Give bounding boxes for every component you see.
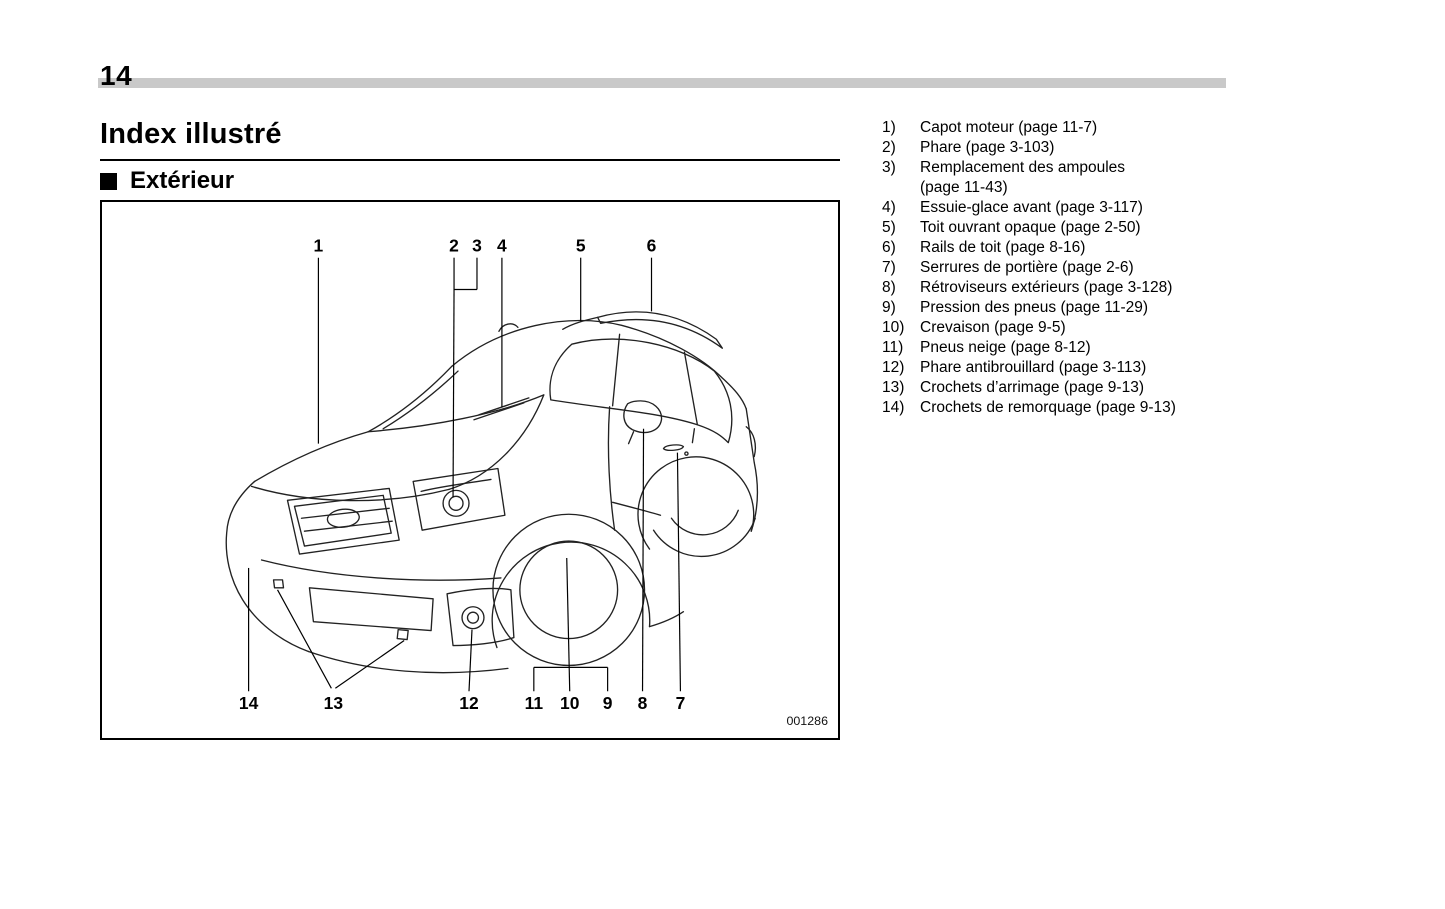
callout-number: 7	[676, 693, 686, 713]
header-rule-bar	[98, 78, 1226, 88]
index-item-label: Capot moteur (page 11-7)	[920, 119, 1098, 136]
index-item: 12) Phare antibrouillard (page 3-113)	[882, 358, 1212, 378]
index-item-label: Rails de toit (page 8-16)	[920, 239, 1086, 256]
index-item-label: Rétroviseurs extérieurs (page 3-128)	[920, 279, 1173, 296]
callout-number: 14	[239, 693, 259, 713]
callout-number: 9	[603, 693, 613, 713]
index-item-number: 1)	[882, 119, 896, 136]
index-item-number: 9)	[882, 299, 896, 316]
index-item-number: 13)	[882, 379, 905, 396]
car-line-art	[225, 311, 759, 674]
callout-number: 11	[525, 693, 544, 713]
index-item: 10) Crevaison (page 9-5)	[882, 318, 1212, 338]
callout-number: 6	[647, 236, 657, 256]
index-item: 1) Capot moteur (page 11-7)	[882, 118, 1212, 138]
index-item: 14) Crochets de remorquage (page 9-13)	[882, 398, 1212, 418]
index-item-number: 12)	[882, 359, 905, 376]
index-item: 4) Essuie-glace avant (page 3-117)	[882, 198, 1212, 218]
callout-number: 2	[449, 236, 459, 256]
section-title: Extérieur	[130, 167, 235, 194]
index-item-number: 3)	[882, 159, 896, 176]
index-item-number: 2)	[882, 139, 896, 156]
index-item: 2) Phare (page 3-103)	[882, 138, 1212, 158]
page-number: 14	[100, 60, 133, 91]
section-heading: Extérieur	[100, 167, 234, 195]
index-item-label: Pneus neige (page 8-12)	[920, 339, 1091, 356]
index-item-label: Crevaison (page 9-5)	[920, 319, 1066, 336]
index-item: 6) Rails de toit (page 8-16)	[882, 238, 1212, 258]
callout-numbers: 1 2 3 4 5 6 14 13 12 11 10 9 8 7	[239, 236, 685, 713]
index-item: 3) Remplacement des ampoules (page 11-43…	[882, 158, 1212, 198]
index-item-label: Phare antibrouillard (page 3-113)	[920, 359, 1147, 376]
index-item-number: 11)	[882, 339, 904, 356]
index-item: 8) Rétroviseurs extérieurs (page 3-128)	[882, 278, 1212, 298]
index-item-number: 8)	[882, 279, 896, 296]
index-item: 9) Pression des pneus (page 11-29)	[882, 298, 1212, 318]
index-item-number: 6)	[882, 239, 896, 256]
index-item: 5) Toit ouvrant opaque (page 2-50)	[882, 218, 1212, 238]
index-item-number: 10)	[882, 319, 905, 336]
index-item-label: Remplacement des ampoules (page 11-43)	[920, 158, 1178, 198]
index-item-label: Phare (page 3-103)	[920, 139, 1055, 156]
index-list: 1) Capot moteur (page 11-7) 2) Phare (pa…	[882, 118, 1212, 418]
callout-number: 12	[459, 693, 478, 713]
callout-number: 5	[576, 236, 586, 256]
index-item-number: 14)	[882, 399, 905, 416]
callout-number: 1	[314, 236, 324, 256]
index-item-label: Serrures de portière (page 2-6)	[920, 259, 1134, 276]
figure-code: 001286	[786, 714, 828, 728]
index-item: 7) Serrures de portière (page 2-6)	[882, 258, 1212, 278]
index-item-number: 4)	[882, 199, 896, 216]
callout-number: 8	[638, 693, 648, 713]
index-item-label: Pression des pneus (page 11-29)	[920, 299, 1149, 316]
index-item-number: 5)	[882, 219, 896, 236]
car-diagram: 1 2 3 4 5 6 14 13 12 11 10 9 8 7 001286	[225, 236, 828, 728]
index-item-label-line2: (page 11-43)	[920, 179, 1008, 196]
section-square-marker	[100, 172, 117, 190]
callout-number: 13	[324, 693, 344, 713]
index-item-label: Crochets de remorquage (page 9-13)	[920, 399, 1176, 416]
callout-leader-lines	[248, 257, 682, 692]
page-title: Index illustré	[100, 118, 282, 150]
index-item-label: Toit ouvrant opaque (page 2-50)	[920, 219, 1141, 236]
callout-number: 10	[560, 693, 579, 713]
index-item-label: Crochets d’arrimage (page 9-13)	[920, 379, 1144, 396]
exterior-figure-panel: 1 2 3 4 5 6 14 13 12 11 10 9 8 7 001286	[100, 200, 840, 740]
index-item-label: Essuie-glace avant (page 3-117)	[920, 199, 1143, 216]
callout-number: 3	[472, 236, 482, 256]
index-item-number: 7)	[882, 259, 896, 276]
index-item: 11) Pneus neige (page 8-12)	[882, 338, 1212, 358]
index-item: 13) Crochets d’arrimage (page 9-13)	[882, 378, 1212, 398]
callout-number: 4	[497, 236, 507, 256]
index-item-label-line1: Remplacement des ampoules	[920, 159, 1126, 176]
page-title-block: Index illustré	[100, 118, 840, 161]
